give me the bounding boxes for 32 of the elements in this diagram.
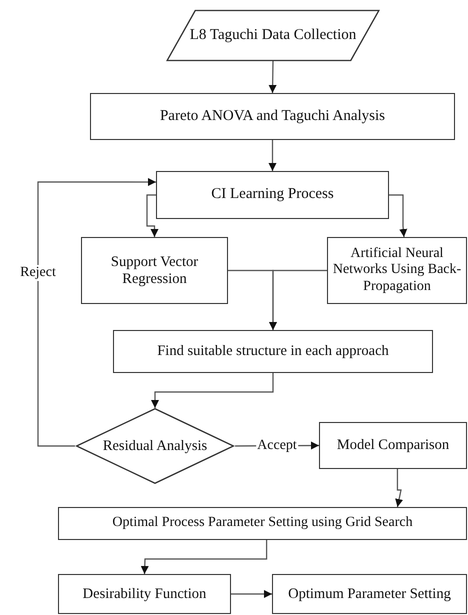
process-box — [327, 237, 467, 304]
edge-label: Accept — [256, 438, 298, 454]
arrow — [268, 60, 277, 94]
node-label: L8 Taguchi Data Collection — [190, 26, 356, 44]
arrow — [146, 194, 158, 237]
node-label: Find suitable structure in each approach — [157, 343, 389, 360]
process-box — [90, 93, 455, 140]
process-box — [58, 507, 467, 540]
arrow — [140, 540, 268, 574]
node-label: Artificial Neural Networks Using Back-Propagation — [332, 246, 462, 295]
node-label: Model Comparison — [336, 437, 450, 454]
edge-label: Reject — [19, 265, 57, 281]
arrow — [269, 270, 327, 330]
arrow — [268, 140, 276, 171]
process-box — [319, 422, 467, 469]
process-box — [58, 574, 231, 614]
node-label: Optimum Parameter Setting — [288, 586, 451, 602]
arrow — [389, 194, 408, 238]
arrow — [231, 590, 272, 598]
node-label: Residual Analysis — [102, 438, 208, 454]
process-box — [113, 330, 433, 373]
node-label: Support Vector Regression — [110, 254, 200, 288]
arrow — [151, 373, 274, 408]
arrow — [37, 178, 156, 447]
node-label: Desirability Function — [82, 586, 206, 602]
node-label: CI Learning Process — [211, 186, 334, 204]
node-label: Pareto ANOVA and Taguchi Analysis — [160, 108, 386, 126]
arrow — [395, 469, 404, 508]
process-box — [81, 237, 228, 304]
process-box — [156, 171, 389, 219]
node-label: Optimal Process Parameter Setting using Grid Search — [112, 515, 413, 532]
process-box — [272, 574, 467, 614]
